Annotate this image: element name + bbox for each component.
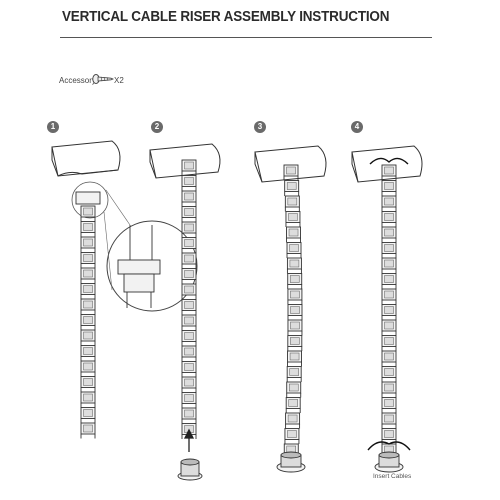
accessory-label: Accessory: xyxy=(59,76,99,85)
step-4-badge: 4 xyxy=(351,121,363,133)
step-4-desk xyxy=(351,145,423,183)
title-rule xyxy=(60,37,432,38)
step-3-badge: 3 xyxy=(254,121,266,133)
step-2-riser-chain xyxy=(181,159,197,439)
step-1-badge: 1 xyxy=(47,121,59,133)
step-3-desk xyxy=(254,145,327,183)
page-title: VERTICAL CABLE RISER ASSEMBLY INSTRUCTIO… xyxy=(62,9,390,25)
step-1-desk xyxy=(51,140,121,177)
step-1-riser-chain xyxy=(80,205,96,439)
step-2-insert-arrow xyxy=(183,428,195,452)
step-1-zoom-marker xyxy=(71,181,109,219)
accessory-quantity: X2 xyxy=(114,76,124,85)
step-2-badge: 2 xyxy=(151,121,163,133)
step-1-zoom-bracket xyxy=(117,225,161,308)
step-3-riser-chain xyxy=(283,164,303,460)
insert-cables-label: Insert Cables xyxy=(373,473,412,480)
step-3-base xyxy=(276,451,306,473)
step-4-base xyxy=(374,451,404,473)
step-4-riser-chain xyxy=(381,164,397,460)
step-2-base xyxy=(177,458,203,481)
step-4-cables xyxy=(367,157,411,451)
screw-icon xyxy=(92,74,114,84)
